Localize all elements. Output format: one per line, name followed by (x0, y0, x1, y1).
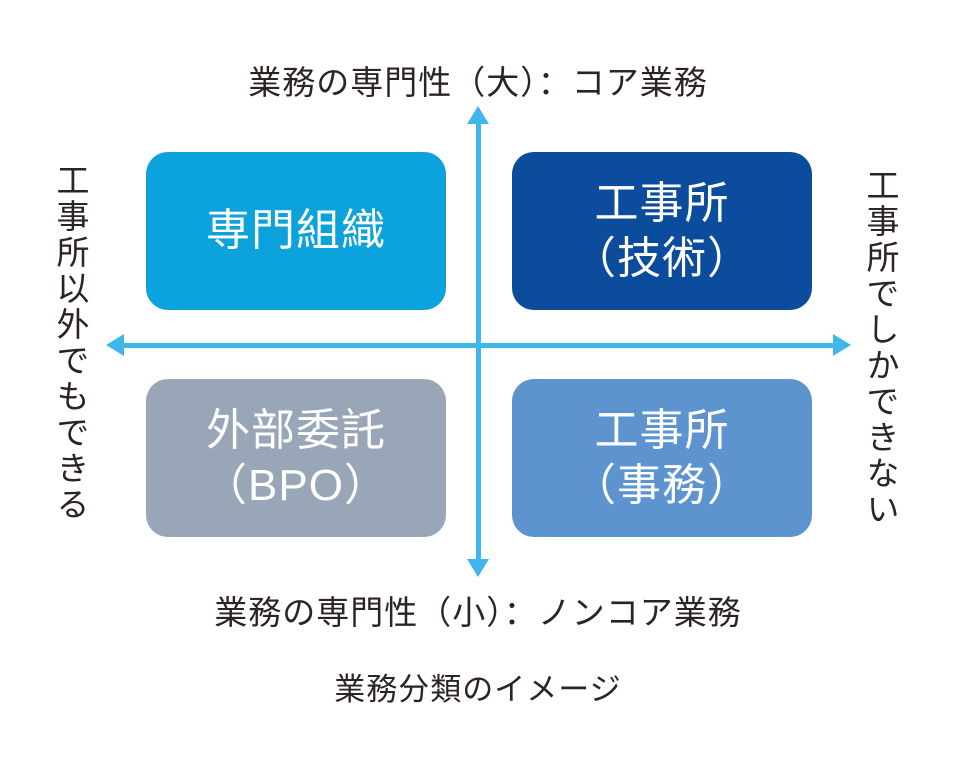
quadrant-label-line: （技術） (572, 234, 752, 283)
axis-label-top: 業務の専門性（大）：コア業務 (248, 64, 708, 101)
axis-label-bottom: 業務の専門性（小）：ノンコア業務 (214, 594, 742, 631)
vertical-axis-arrow (466, 106, 490, 577)
quadrant-label-line: 外部委託 (206, 405, 386, 455)
quadrant-outsourcing-bpo: 外部委託 （BPO） (146, 379, 446, 537)
axis-label-right: 工事所でしかできない (862, 168, 899, 528)
quadrant-worksite-administrative: 工事所 （事務） (512, 379, 812, 537)
vertical-axis-line (475, 124, 481, 559)
arrow-up-icon (467, 106, 489, 124)
arrow-left-icon (106, 334, 124, 356)
horizontal-axis-line (124, 342, 833, 348)
horizontal-axis-arrow (106, 333, 851, 357)
figure-caption: 業務分類のイメージ (334, 672, 622, 707)
arrow-down-icon (467, 559, 489, 577)
quadrant-label-line: 工事所 (594, 405, 730, 455)
quadrant-label-line: （BPO） (203, 461, 389, 510)
quadrant-specialized-organization: 専門組織 (146, 152, 446, 310)
axis-label-left: 工事所以外でもできる (52, 163, 89, 523)
quadrant-label-line: 専門組織 (206, 206, 386, 256)
arrow-right-icon (833, 334, 851, 356)
quadrant-worksite-technical: 工事所 （技術） (512, 152, 812, 310)
quadrant-label-line: （事務） (572, 461, 752, 510)
quadrant-label-line: 工事所 (594, 178, 730, 228)
